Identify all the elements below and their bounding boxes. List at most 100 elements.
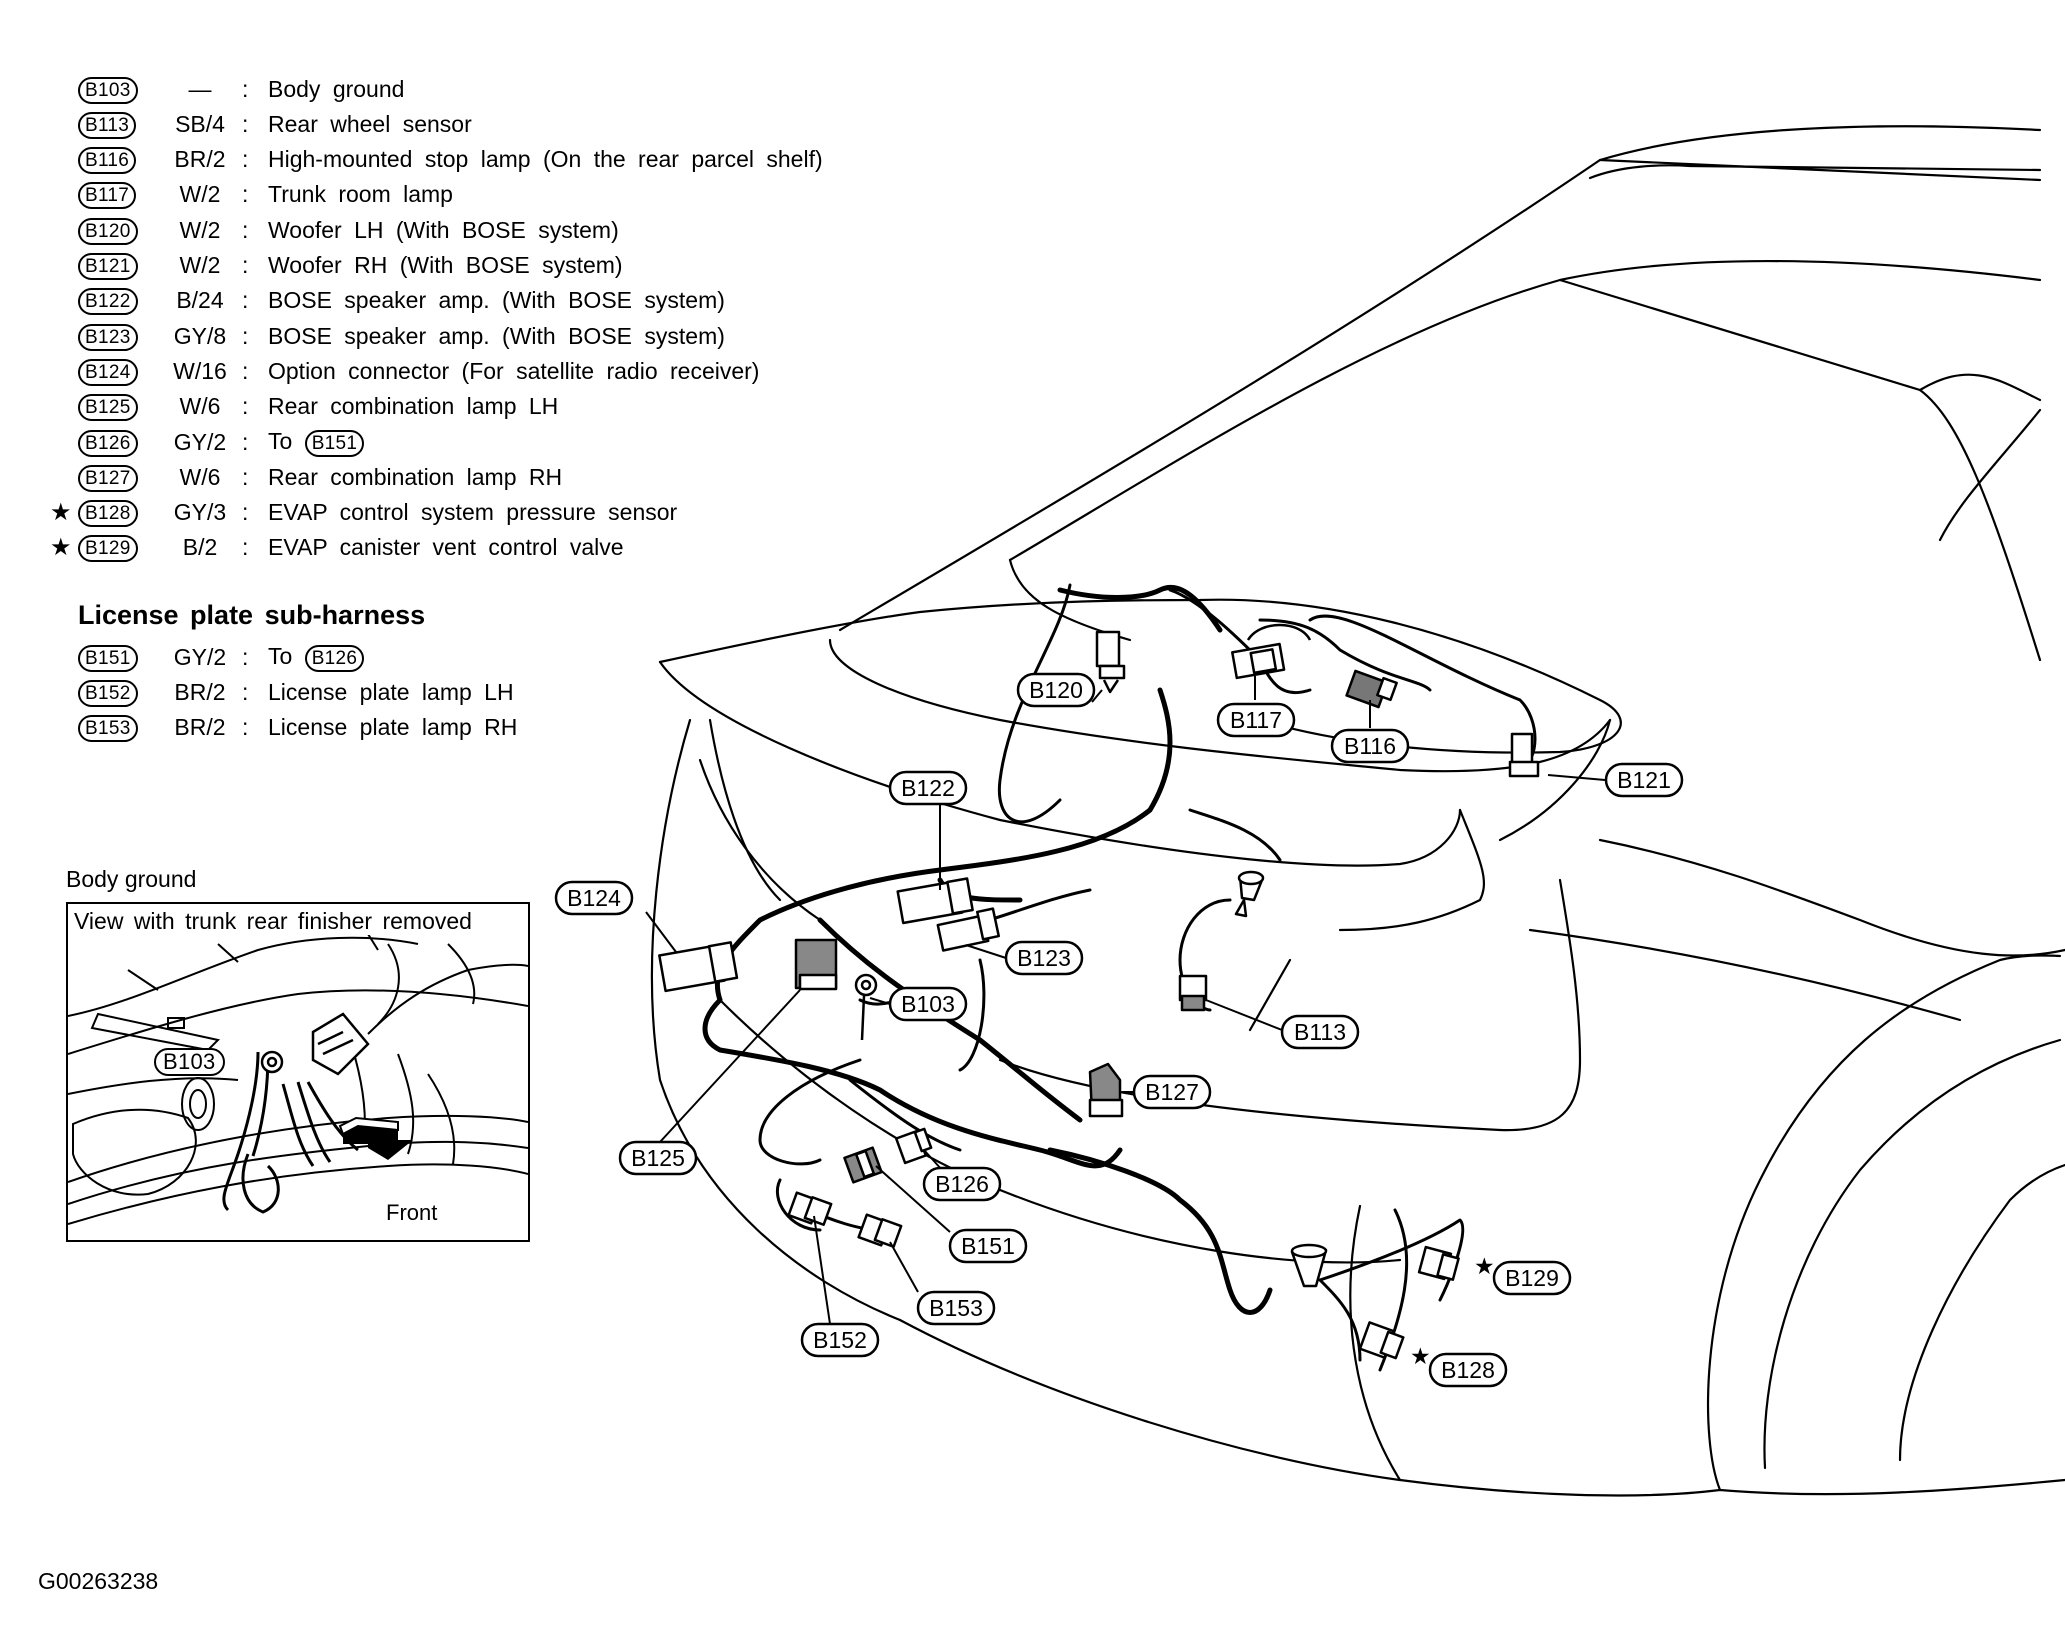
svg-text:B124: B124 [567,885,621,911]
svg-text:B117: B117 [1230,707,1282,733]
svg-text:B152: B152 [813,1327,867,1353]
leader-lines [645,676,1606,1325]
wire-spec: W/2 [179,216,221,243]
connector-b117-shape [1231,623,1312,680]
connector-description: License plate lamp LH [268,678,514,705]
connector-code: B151 [78,644,138,672]
connector-b152-shape [787,1191,833,1227]
callout-b120: B120 [1016,672,1096,708]
inset-caption: View with trunk rear finisher removed [72,908,474,935]
wire-spec: W/16 [173,357,227,384]
svg-text:B151: B151 [961,1233,1015,1259]
connector-code: B129 [78,535,138,563]
wire-spec: BR/2 [174,714,226,741]
colon: : [242,643,249,670]
connector-b103-terminal [854,973,878,1041]
callout-b126: B126 [922,1166,1002,1202]
colon: : [242,499,249,526]
connector-code: B121 [78,253,138,280]
connector-b126-shape [894,1127,933,1165]
connector-b128-shape [1358,1321,1405,1360]
wire-spec: W/2 [179,181,221,208]
body-ground-inset: View with trunk rear finisher removed [66,902,530,1242]
connector-b121-shape [1508,732,1540,778]
connector-description: Option connector (For satellite radio re… [268,357,760,384]
connector-b153-shape [857,1213,903,1249]
connector-description: Woofer RH (With BOSE system) [268,252,623,278]
callout-b103: B103 [888,986,968,1022]
connector-description: EVAP control system pressure sensor [268,499,678,526]
callout-b151: B151 [948,1228,1028,1264]
connector-description: Rear combination lamp LH [268,393,559,420]
connector-description: BOSE speaker amp. (With BOSE system) [268,287,725,314]
callout-b113: B113 [1280,1014,1360,1050]
wire-spec: GY/8 [173,322,227,349]
wire-spec: B/24 [176,287,224,314]
figure-id: G00263238 [38,1568,159,1594]
callouts: B120 B117 B116 B121 B122 B124 B123 B103 [554,672,1684,1388]
connector-code: B123 [78,323,138,351]
colon: : [242,393,249,420]
svg-text:B127: B127 [1145,1079,1199,1105]
connector-code: B117 [78,182,137,210]
svg-text:★: ★ [1474,1253,1495,1279]
callout-b117: B117 [1216,702,1296,738]
inset-front-label: Front [384,1200,440,1226]
callout-b127: B127 [1132,1074,1212,1110]
connector-description: Body ground [268,75,405,102]
colon: : [242,252,249,278]
connector-code: B116 [78,147,137,175]
car-body-outline [650,125,2065,1497]
connector-description: To B126 [268,643,365,672]
connector-description: Rear combination lamp RH [268,463,563,490]
colon: : [242,678,249,705]
connector-code: B113 [78,111,137,139]
connector-b123-shape [936,907,1000,952]
callout-b128: ★ B128 [1410,1343,1508,1388]
connector-description: EVAP canister vent control valve [268,534,624,561]
connector-b113-shape [1178,974,1208,1012]
callout-b116: B116 [1330,728,1410,764]
inset-b103-callout: B103 [154,1048,225,1076]
star-marker: ★ [50,499,72,527]
wire-spec: W/6 [179,393,221,420]
svg-text:B113: B113 [1294,1019,1346,1045]
colon: : [242,428,249,455]
callout-b121: B121 [1604,762,1684,798]
connector-description: BOSE speaker amp. (With BOSE system) [268,322,725,349]
colon: : [242,463,249,490]
connector-code: B128 [78,500,138,528]
callout-b153: B153 [916,1290,996,1326]
connector-description: Woofer LH (With BOSE system) [268,216,619,243]
wire-spec: GY/2 [173,428,227,455]
connector-b125-shape [794,938,838,991]
wire-spec: BR/2 [174,678,226,705]
wire-spec: SB/4 [175,110,225,137]
connector-description: License plate lamp RH [268,714,518,741]
connector-description: Trunk room lamp [268,181,453,208]
connector-description: Rear wheel sensor [268,110,472,137]
wire-spec: W/2 [179,252,221,278]
svg-text:B128: B128 [1441,1357,1495,1383]
wire-spec: BR/2 [174,146,226,173]
connector-b122-shape [896,877,974,925]
colon: : [242,110,249,137]
colon: : [242,181,249,208]
harness-wires [702,584,1273,1315]
connector-code: B126 [78,429,138,457]
connector-description: High-mounted stop lamp (On the rear parc… [268,146,823,173]
connector-b124-shape [658,941,739,993]
connector-code: B125 [78,394,138,422]
svg-text:B121: B121 [1617,767,1671,793]
colon: : [242,287,249,314]
svg-text:B123: B123 [1017,945,1071,971]
wire-spec: — [188,75,212,102]
connector-code: B127 [78,464,138,492]
svg-text:B116: B116 [1344,733,1396,759]
callout-b122: B122 [888,770,968,806]
connector-ref: B126 [304,644,365,672]
connector-b129-shape [1417,1245,1460,1281]
colon: : [242,534,249,561]
connector-grommet-evap [1290,1243,1328,1288]
colon: : [242,216,249,243]
